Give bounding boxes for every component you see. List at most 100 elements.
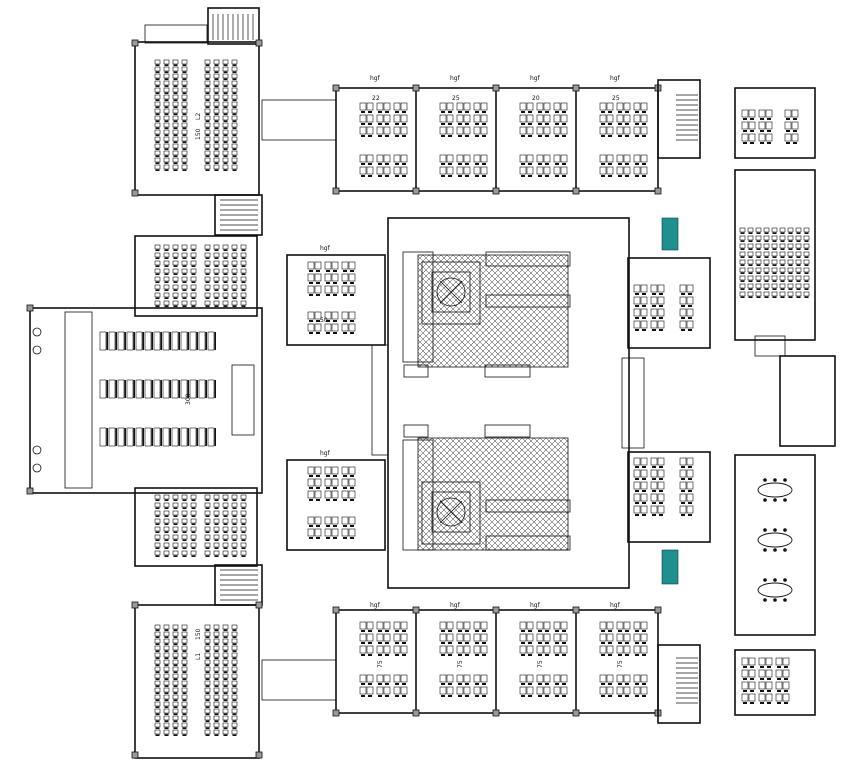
classroom-seat (163, 510, 170, 518)
lecture-seat (213, 157, 220, 165)
classroom-seat (222, 534, 229, 542)
lecture-seat (231, 694, 238, 702)
desk-pair (393, 154, 408, 166)
lecture-seat (204, 687, 211, 695)
classroom-seat (204, 276, 211, 284)
desk-pair (758, 681, 773, 693)
auditorium-row (117, 379, 127, 399)
auditorium-row (171, 427, 181, 447)
classroom-seat (222, 300, 229, 308)
lecture-seat (163, 715, 170, 723)
lecture-seat (231, 136, 238, 144)
library-seat (787, 243, 794, 251)
lecture-seat (172, 101, 179, 109)
desk-pair (775, 669, 790, 681)
lecture-seat (172, 115, 179, 123)
lecture-seat (163, 122, 170, 130)
room-top-2: 25 (452, 95, 460, 102)
stair-right-top (657, 79, 701, 159)
lecture-seat (163, 666, 170, 674)
desk-pair (456, 633, 471, 645)
desk-pair (439, 621, 454, 633)
lecture-seat (163, 694, 170, 702)
lecture-seat (222, 101, 229, 109)
classroom-seat (231, 260, 238, 268)
lecture-seat (231, 680, 238, 688)
desk-pair (341, 490, 356, 502)
classroom-seat (240, 534, 247, 542)
lecture-seat (231, 80, 238, 88)
lecture-seat (172, 73, 179, 81)
desk-pair (784, 121, 799, 133)
desk-pair (536, 114, 551, 126)
desk-pair (376, 674, 391, 686)
auditorium-row (198, 379, 208, 399)
library-seat (787, 235, 794, 243)
lecture-seat (154, 108, 161, 116)
auditorium-row (180, 427, 190, 447)
desk-pair (553, 674, 568, 686)
desk-pair (473, 114, 488, 126)
desk-pair (650, 469, 665, 481)
library-seat (795, 243, 802, 251)
lecture-seat (172, 122, 179, 130)
annotation-4: hgf (610, 75, 621, 82)
lecture-seat (231, 652, 238, 660)
classroom-seat (231, 268, 238, 276)
desk-pair (775, 681, 790, 693)
desk-pair (324, 490, 339, 502)
classroom-seat (163, 260, 170, 268)
lecture-seat (213, 715, 220, 723)
lecture-seat (222, 715, 229, 723)
lecture-seat (222, 708, 229, 716)
lecture-seat (172, 108, 179, 116)
library-seat (739, 275, 746, 283)
lecture-seat (181, 66, 188, 74)
lecture-seat (181, 673, 188, 681)
desk-pair (473, 633, 488, 645)
desk-pair (376, 645, 391, 657)
desk-pair (456, 686, 471, 698)
desk-pair (519, 674, 534, 686)
desk-pair (393, 166, 408, 178)
classroom-seat (222, 276, 229, 284)
lecture-seat (154, 673, 161, 681)
lecture-seat (172, 708, 179, 716)
lecture-seat (181, 87, 188, 95)
lecture-seat (231, 673, 238, 681)
library-seat (755, 259, 762, 267)
lecture-seat (172, 652, 179, 660)
lecture-seat (181, 94, 188, 102)
inner-stair-left (371, 344, 389, 456)
desk-pair (439, 154, 454, 166)
desk-pair (775, 693, 790, 705)
desk-pair (679, 469, 694, 481)
library-seat (763, 251, 770, 259)
right-wing-bottom-room (734, 649, 816, 716)
library-seat (771, 251, 778, 259)
library-seat (755, 275, 762, 283)
desk-pair (473, 126, 488, 138)
library-seat (795, 275, 802, 283)
lecture-seat (204, 94, 211, 102)
desk-pair (679, 493, 694, 505)
classroom-seat (154, 502, 161, 510)
central-courtyard (387, 217, 630, 589)
desk-pair (376, 154, 391, 166)
classroom-seat (172, 252, 179, 260)
desk-pair (616, 633, 631, 645)
desk-pair (633, 621, 648, 633)
lecture-seat (181, 708, 188, 716)
auditorium-row (153, 379, 163, 399)
desk-pair (650, 308, 665, 320)
desk-pair (741, 669, 756, 681)
desk-pair (307, 261, 322, 273)
lecture-seat (204, 659, 211, 667)
room-top-4: 25 (612, 95, 620, 102)
lecture-seat (154, 687, 161, 695)
classroom-seat (190, 542, 197, 550)
classroom-seat (222, 518, 229, 526)
auditorium-count: 300 (185, 393, 192, 405)
hall-top-label: L2 (195, 113, 202, 120)
desk-pair (633, 102, 648, 114)
